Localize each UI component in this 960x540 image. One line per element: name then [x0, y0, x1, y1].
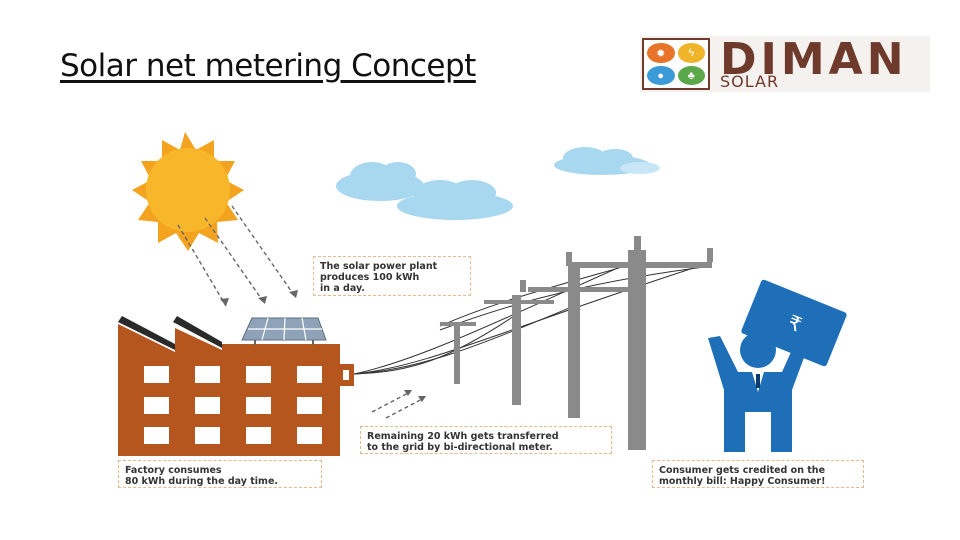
- consumer-figure: ₹: [708, 279, 848, 452]
- callout-factory: Factory consumes 80 kWh during the day t…: [118, 460, 322, 488]
- arrow-heads: [220, 290, 298, 306]
- solar-panel-icon: [242, 318, 326, 345]
- sun-icon: [132, 132, 244, 251]
- cloud-icon: [336, 162, 513, 220]
- callout-consumer: Consumer gets credited on the monthly bi…: [652, 460, 864, 488]
- grid-transfer-arrows: [372, 392, 424, 418]
- cloud-icon: [554, 147, 660, 175]
- arrow-heads: [404, 390, 426, 402]
- callout-solar-plant: The solar power plant produces 100 kWh i…: [313, 256, 471, 296]
- callout-grid-transfer: Remaining 20 kWh gets transferred to the…: [360, 426, 612, 454]
